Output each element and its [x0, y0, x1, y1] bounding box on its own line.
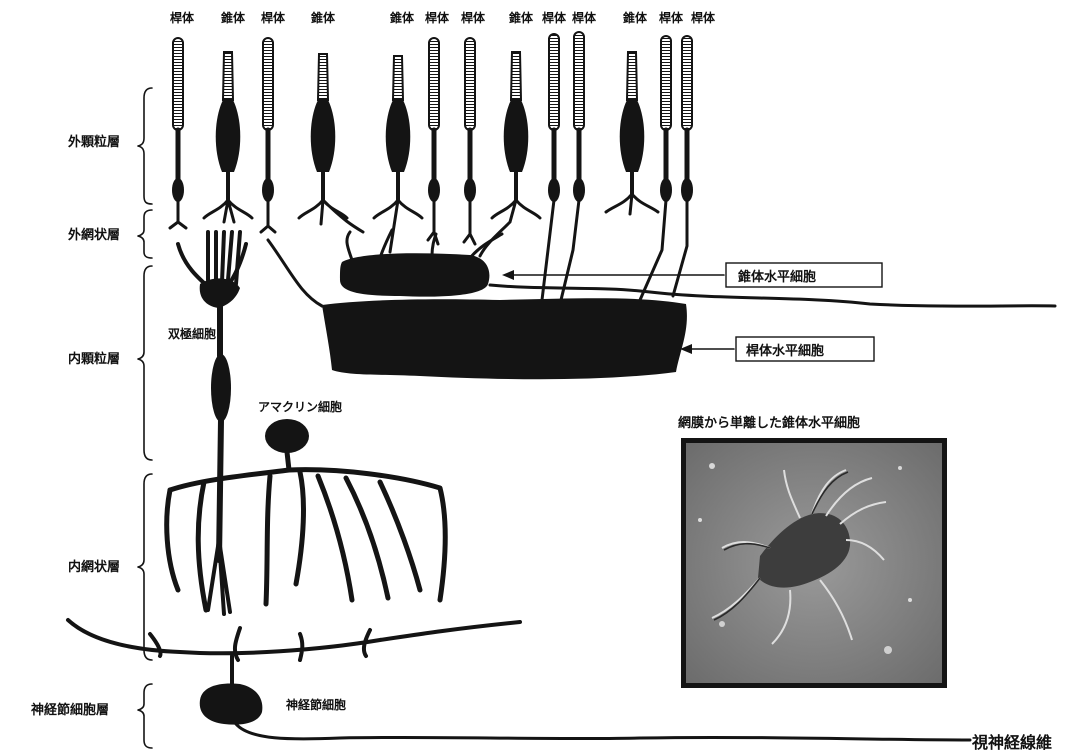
- photoreceptor-label: 桿体: [659, 10, 684, 25]
- photoreceptor-label: 桿体: [170, 10, 195, 25]
- rod-horizontal-callout: 桿体水平細胞: [680, 337, 874, 361]
- photoreceptor-label: 錐体: [311, 10, 336, 25]
- optic-nerve-fiber: [236, 724, 970, 740]
- photoreceptor-label: 桿体: [461, 10, 486, 25]
- photoreceptor-label: 錐体: [623, 10, 648, 25]
- optic-nerve-label: 視神経線維: [971, 733, 1052, 752]
- amacrine-cell: [167, 419, 446, 610]
- photoreceptor-label: 桿体: [691, 10, 716, 25]
- rod-cell: [261, 38, 275, 232]
- cone-cell: [204, 52, 252, 222]
- photo-caption: 網膜から単離した錐体水平細胞: [678, 415, 860, 431]
- cone-cell: [606, 52, 658, 214]
- rod-cell: [428, 38, 440, 244]
- layer-label: 外顆粒層: [67, 134, 120, 150]
- cone-cell: [480, 52, 540, 256]
- cone-horizontal-callout: 錐体水平細胞: [502, 263, 882, 287]
- rod-cell: [561, 32, 585, 300]
- bipolar-cell: [178, 232, 246, 614]
- photoreceptor-labels: 桿体 錐体 桿体 錐体 錐体 桿体 桿体 錐体 桿体 桿体 錐体 桿体 桿体: [170, 10, 716, 25]
- photoreceptor-label: 錐体: [390, 10, 415, 25]
- ganglion-dendrites: [68, 620, 520, 660]
- cone-horizontal-label: 錐体水平細胞: [738, 269, 816, 285]
- rod-horizontal-label: 桿体水平細胞: [746, 343, 824, 359]
- layer-label: 外網状層: [67, 227, 120, 243]
- ganglion-cell-label: 神経節細胞: [286, 697, 346, 712]
- cone-cell: [299, 54, 363, 232]
- rod-cell: [464, 38, 476, 244]
- layer-label: 内顆粒層: [68, 351, 120, 367]
- bipolar-cell-label: 双極細胞: [168, 326, 216, 341]
- photoreceptor-label: 桿体: [425, 10, 450, 25]
- rod-cell: [640, 36, 672, 300]
- amacrine-cell-label: アマクリン細胞: [258, 399, 342, 414]
- photoreceptor-label: 桿体: [261, 10, 286, 25]
- layer-label: 神経節細胞層: [31, 702, 109, 718]
- rod-cell: [170, 38, 186, 228]
- photoreceptor-label: 錐体: [509, 10, 534, 25]
- photoreceptor-label: 桿体: [542, 10, 567, 25]
- photoreceptor-label: 桿体: [572, 10, 597, 25]
- rod-cell: [542, 34, 560, 300]
- isolated-cell-photo: [681, 438, 947, 688]
- rod-cell: [673, 36, 693, 296]
- cone-cell: [374, 56, 422, 252]
- layer-label: 内網状層: [68, 559, 120, 575]
- rod-horizontal-cell: [322, 298, 687, 379]
- cone-horizontal-cell: [340, 253, 489, 296]
- photoreceptor-label: 錐体: [221, 10, 246, 25]
